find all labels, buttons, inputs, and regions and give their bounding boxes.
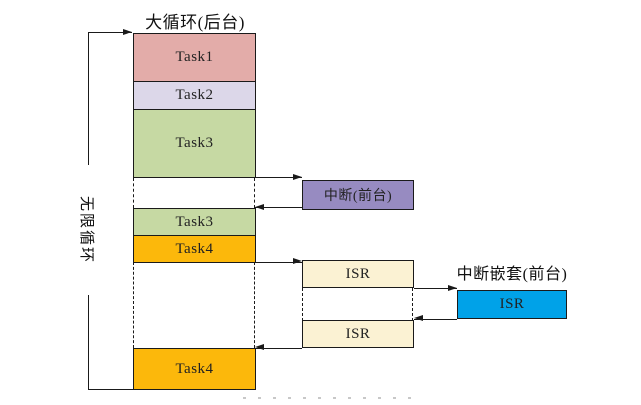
arrow-isr-to-nested-isr [414, 284, 457, 291]
task4-label: Task4 [175, 240, 214, 257]
task3-resume-box: Task3 [133, 208, 256, 236]
task3-box: Task3 [133, 109, 256, 178]
task2-box: Task2 [133, 81, 256, 110]
column-dashed-right-1 [254, 178, 255, 208]
task1-label: Task1 [175, 49, 214, 65]
task4-resume-label: Task4 [175, 360, 214, 377]
arrow-interrupt-return [255, 203, 302, 210]
background-loop-title: 大循环(后台) [145, 13, 245, 32]
task4-resume-box: Task4 [133, 348, 256, 390]
column-dashed-right-2 [254, 262, 255, 348]
infinite-loop-label: 无限循环 [78, 165, 98, 295]
isr1-label: ISR [345, 265, 371, 282]
nested-interrupt-title: 中断嵌套(前台) [456, 266, 568, 283]
task3-resume-label: Task3 [175, 213, 214, 230]
isr-box-1: ISR [302, 260, 414, 288]
loop-line-bottom [88, 389, 133, 390]
caption-remnant-marks [243, 397, 413, 399]
nested-isr-label: ISR [499, 296, 525, 312]
isr-dashed-right [412, 288, 413, 321]
arrow-nested-isr-return [414, 315, 457, 322]
column-dashed-left-1 [133, 178, 134, 208]
interrupt-label: 中断(前台) [323, 189, 393, 204]
isr-box-2: ISR [302, 320, 414, 348]
interrupt-box: 中断(前台) [302, 180, 414, 210]
task4-box: Task4 [133, 235, 256, 263]
arrow-task4-to-isr [255, 258, 302, 265]
arrow-task3-to-interrupt [255, 173, 302, 180]
column-dashed-left-2 [133, 262, 134, 348]
isr-dashed-left [302, 288, 303, 321]
loop-entry-arrow [88, 28, 132, 35]
task1-box: Task1 [133, 33, 256, 82]
arrow-isr-return-to-task4 [255, 344, 302, 351]
task2-label: Task2 [175, 87, 214, 103]
task3-label: Task3 [175, 135, 214, 151]
isr2-label: ISR [345, 325, 371, 342]
nested-isr-box: ISR [457, 290, 567, 319]
